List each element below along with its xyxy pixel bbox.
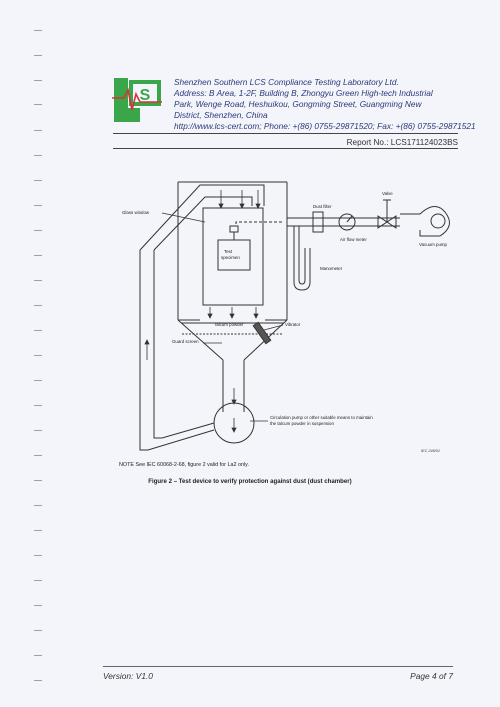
label-guard-screen: Guard screen bbox=[172, 339, 199, 344]
lab-name: Shenzhen Southern LCS Compliance Testing… bbox=[174, 77, 399, 87]
label-glass-window: Glass window bbox=[122, 210, 150, 215]
page-number: Page 4 of 7 bbox=[410, 671, 453, 681]
label-specimen: specimen bbox=[221, 255, 240, 260]
lcs-logo: S bbox=[112, 78, 162, 122]
address-line-3: District, Shenzhen, China bbox=[174, 110, 268, 120]
label-vibrator: Vibrator bbox=[285, 322, 301, 327]
iec-reference: IEC 246/01 bbox=[421, 449, 440, 453]
contact-line: http://www.lcs-cert.com; Phone: +(86) 07… bbox=[174, 121, 476, 131]
label-circulation-1: Circulation pump or other suitable means… bbox=[270, 415, 373, 420]
binder-margin bbox=[0, 0, 42, 707]
label-valve: Valve bbox=[382, 191, 393, 196]
figure-note: NOTE See IEC 60068-2-68, figure 2 valid … bbox=[119, 462, 249, 468]
report-number: Report No.: LCS171124023BS bbox=[346, 138, 458, 147]
figure-caption: Figure 2 – Test device to verify protect… bbox=[148, 478, 352, 485]
address-line-1: Address: B Area, 1-2F, Building B, Zhong… bbox=[174, 88, 433, 98]
label-air-flow-meter: Air flow meter bbox=[340, 237, 367, 242]
label-vacuum-pump: Vacuum pump bbox=[419, 242, 447, 247]
svg-text:S: S bbox=[140, 87, 151, 104]
address-line-2: Park, Wenge Road, Heshuikou, Gongming St… bbox=[174, 99, 422, 109]
label-manometer: Manometer bbox=[320, 266, 343, 271]
version-label: Version: V1.0 bbox=[103, 671, 153, 681]
label-circulation-2: the talcum powder in suspension bbox=[270, 421, 334, 426]
footer-divider bbox=[103, 666, 453, 667]
report-divider bbox=[113, 148, 458, 149]
label-talcum-powder: Talcum powder bbox=[214, 322, 244, 327]
label-test: Test bbox=[224, 249, 233, 254]
label-dust-filter: Dust filter bbox=[313, 204, 332, 209]
header-divider bbox=[113, 133, 458, 134]
